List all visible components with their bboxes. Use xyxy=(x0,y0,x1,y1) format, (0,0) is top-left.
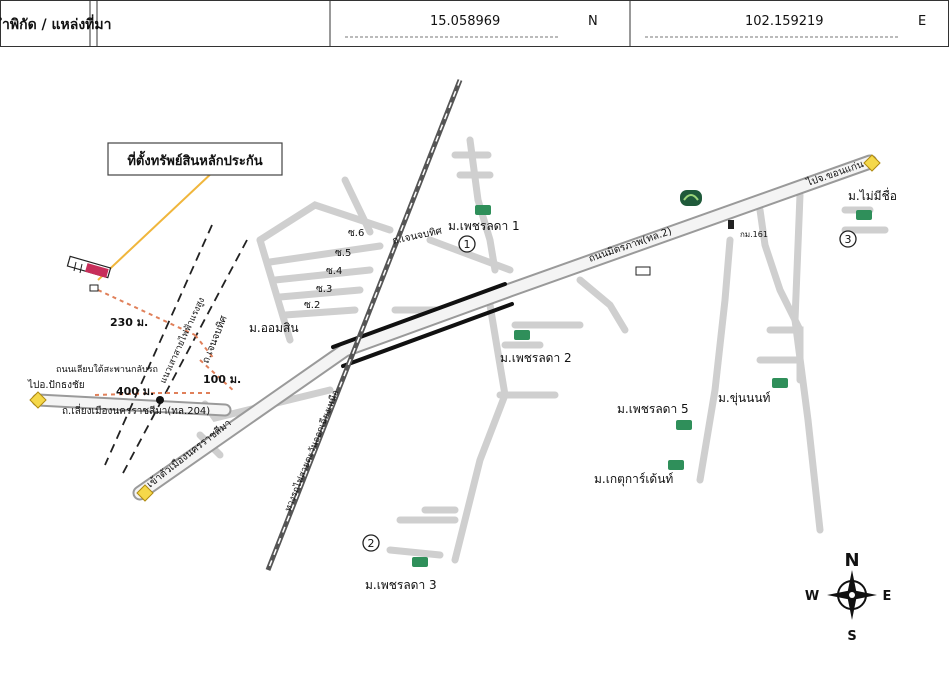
distance-100: 100 ม. xyxy=(203,373,241,386)
main-road xyxy=(31,154,878,501)
compass-icon xyxy=(827,570,877,620)
village-phetlada-2: ม.เพชรลดา 2 xyxy=(500,351,572,365)
railway-line xyxy=(265,79,463,571)
latitude-direction: N xyxy=(588,14,598,29)
header-title: ำพิกัด / แหล่งที่มา xyxy=(2,17,112,33)
road-label-railway: ทางรถไฟสายตะวันออกเฉียงเหนือ xyxy=(283,388,342,513)
destination-pakthongchai: ไปอ.ปักธงชัย xyxy=(27,379,85,391)
road-label-mittraphap: ถนนมิตรภาพ(ทล.2) xyxy=(587,226,673,265)
distance-guides xyxy=(94,289,236,396)
compass-north: N xyxy=(844,550,859,571)
coordinate-header: ำพิกัด / แหล่งที่มา 15.058969 N 102.1592… xyxy=(0,0,950,48)
numbered-markers xyxy=(362,230,857,552)
latitude-value: 15.058969 xyxy=(430,14,501,29)
junction-dot xyxy=(156,396,164,404)
soi-3: ซ.3 xyxy=(316,284,332,295)
road-label-bypass: ถ.เลี่ยงเมืองนครราชสีมา(ทล.204) xyxy=(62,403,210,417)
compass-east: E xyxy=(883,589,892,604)
soi-2: ซ.2 xyxy=(304,300,320,311)
longitude-value: 102.159219 xyxy=(745,14,824,29)
distance-400: 400 ม. xyxy=(116,385,154,398)
callout: ที่ตั้งทรัพย์สินหลักประกัน xyxy=(97,142,283,281)
powerline-corridor xyxy=(104,224,248,476)
road-label-powerline: แนวเสาสายไฟฟ้าแรงสูง xyxy=(158,296,208,386)
village-icons xyxy=(412,205,872,567)
village-phetlada-5: ม.เพชรลดา 5 xyxy=(617,402,689,416)
village-mai-mee-chue: ม.ไม่มีชื่อ xyxy=(848,187,897,203)
road-label-chen-jobthit-side: ถ.เจนจบทิศ xyxy=(201,314,230,366)
longitude-direction: E xyxy=(918,14,927,29)
soi-6: ซ.6 xyxy=(348,228,364,239)
distance-230: 230 ม. xyxy=(110,316,148,329)
road-label-frontage: ถนนเลียบใต้สะพานกลับรถ xyxy=(56,364,158,375)
village-khunnon: ม.ขุ่นนนท์ xyxy=(718,391,771,406)
village-ket-garden: ม.เกตุการ์เด้นท์ xyxy=(594,472,673,487)
compass-west: W xyxy=(805,589,819,604)
location-map: ที่ตั้งทรัพย์สินหลักประกัน 1 2 3 ถนน xyxy=(27,79,897,644)
compass-south: S xyxy=(847,629,856,644)
landmark-icons xyxy=(635,190,734,276)
property-marker xyxy=(66,255,112,292)
header-frame xyxy=(0,0,949,47)
village-phetlada-3: ม.เพชรลดา 3 xyxy=(365,578,437,592)
km-marker: กม.161 xyxy=(740,230,768,239)
property-callout-text: ที่ตั้งทรัพย์สินหลักประกัน xyxy=(127,150,262,169)
soi-5: ซ.5 xyxy=(335,248,351,259)
marker-3: 3 xyxy=(845,233,852,246)
village-phetlada-1: ม.เพชรลดา 1 xyxy=(448,219,520,233)
marker-2: 2 xyxy=(368,537,375,550)
soi-4: ซ.4 xyxy=(326,266,342,277)
destination-pins xyxy=(29,154,881,502)
marker-1: 1 xyxy=(464,238,471,251)
village-aomsin: ม.ออมสิน xyxy=(249,321,299,335)
minor-roads xyxy=(196,136,889,564)
